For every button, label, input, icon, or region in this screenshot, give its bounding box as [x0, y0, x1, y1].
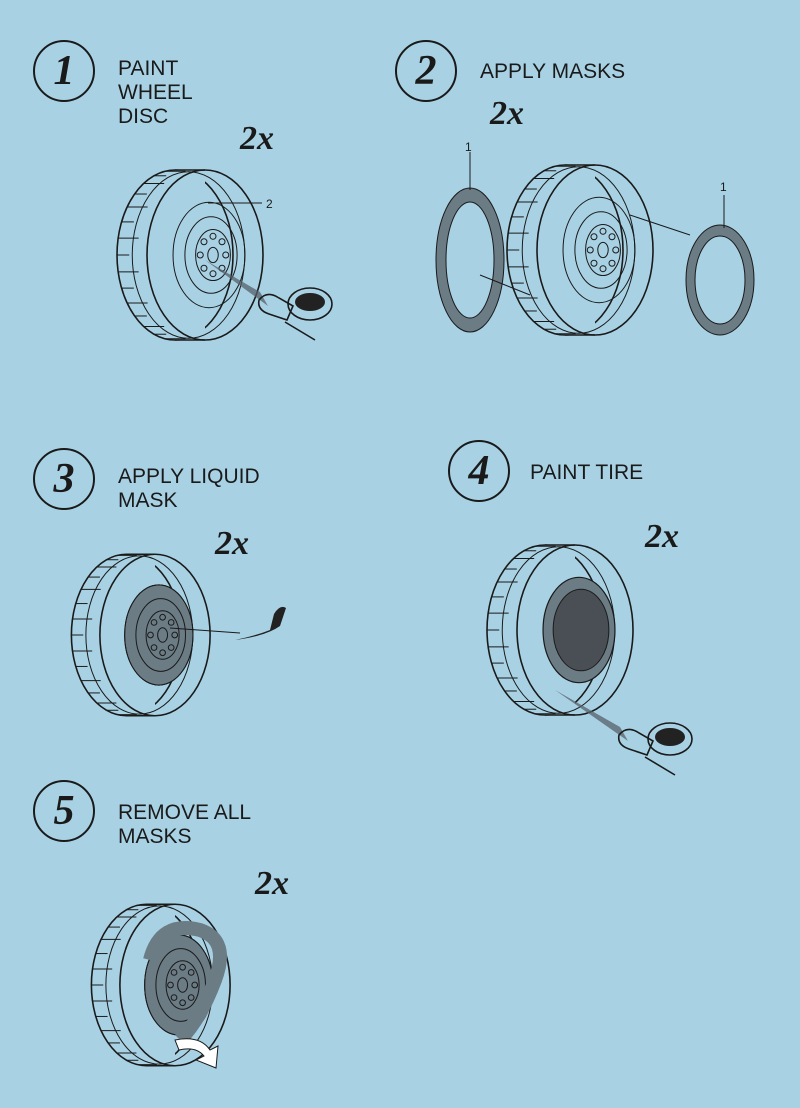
step-4-quantity: 2x	[645, 518, 679, 555]
mask-ring-left-hole	[445, 201, 495, 319]
step-1-quantity: 2x	[240, 120, 274, 157]
rim-outer	[172, 201, 246, 309]
airbrush-icon	[205, 260, 333, 341]
rim-inner	[135, 598, 186, 672]
bolt	[167, 981, 174, 989]
rim-inner	[184, 216, 238, 294]
hub	[145, 610, 180, 660]
bolt	[222, 251, 230, 259]
bolt	[167, 644, 175, 651]
rim-inner	[155, 948, 206, 1022]
bolt	[586, 246, 594, 254]
step-2-callout-left: 1	[465, 140, 472, 154]
bolt	[590, 259, 598, 267]
step-1-title: PAINT WHEEL DISC	[118, 57, 193, 128]
step-3-number: 3	[33, 448, 95, 510]
bolt	[599, 265, 607, 273]
paint	[655, 728, 685, 746]
step-5-title: REMOVE ALL MASKS	[118, 801, 252, 848]
bolt	[170, 994, 178, 1001]
bolt	[159, 613, 166, 621]
spray-cone	[205, 260, 268, 306]
bolt	[612, 246, 620, 254]
axle	[597, 241, 609, 259]
step-2-callout-right: 1	[720, 180, 727, 194]
brush	[235, 606, 286, 640]
axle	[177, 977, 189, 993]
bolt	[187, 969, 195, 976]
paint-cup	[647, 722, 693, 756]
bolt	[191, 981, 199, 989]
bolt	[209, 270, 217, 278]
bolt	[150, 644, 158, 651]
bolt	[147, 631, 154, 639]
tire-face	[536, 164, 654, 336]
spray-cone	[555, 690, 628, 741]
bolt	[590, 233, 598, 241]
nozzle	[257, 293, 295, 321]
peeling-mask	[143, 921, 227, 1045]
bolt	[150, 619, 158, 626]
wheel-icon	[70, 553, 211, 717]
leader-line	[629, 214, 691, 236]
bolt	[159, 649, 166, 657]
wheel-icon	[506, 164, 654, 336]
bolt	[187, 994, 195, 1001]
rim-inner	[574, 211, 628, 289]
airbrush-icon	[555, 690, 693, 776]
tire-fill	[565, 165, 595, 335]
rim-outer	[124, 584, 194, 686]
step-2-title: APPLY MASKS	[480, 60, 626, 83]
step-5-number: 5	[33, 780, 95, 842]
step-1-number: 1	[33, 40, 95, 102]
brush-tip-line	[169, 627, 241, 634]
paint	[295, 293, 325, 311]
hub	[165, 960, 200, 1010]
bolt	[200, 264, 208, 272]
step-4-number: 4	[448, 440, 510, 502]
axle	[207, 246, 219, 264]
hose	[644, 756, 676, 776]
axle	[157, 627, 169, 643]
bolt	[209, 232, 217, 240]
hub	[585, 224, 621, 276]
bolt	[170, 969, 178, 976]
nozzle	[617, 728, 655, 756]
hub	[195, 229, 231, 281]
tire-face	[99, 553, 211, 717]
hose	[284, 321, 316, 341]
arrow	[174, 1038, 219, 1069]
bolt	[608, 233, 616, 241]
bolt	[599, 227, 607, 235]
step-5-quantity: 2x	[255, 865, 289, 902]
leader-line	[479, 274, 531, 296]
step-3-quantity: 2x	[215, 525, 249, 562]
bolt	[200, 238, 208, 246]
step-2-quantity: 2x	[490, 95, 524, 132]
mask-ring-right-hole	[694, 235, 746, 325]
bolt	[171, 631, 179, 639]
bolt	[608, 259, 616, 267]
masked-disc	[552, 588, 610, 672]
bolt	[218, 238, 226, 246]
tire-fill	[175, 170, 205, 340]
tire-face	[119, 903, 231, 1067]
bolt	[179, 963, 186, 971]
step-3-title: APPLY LIQUID MASK	[118, 465, 260, 512]
wheel-icon	[116, 169, 264, 341]
wheel-icon	[486, 544, 634, 716]
step-2-number: 2	[395, 40, 457, 102]
rim-outer	[562, 196, 636, 304]
brush-icon	[169, 606, 286, 640]
tire-face	[146, 169, 264, 341]
bolt	[179, 999, 186, 1007]
paint-cup	[287, 287, 333, 321]
peel-arrow-icon	[143, 921, 227, 1069]
tire-face	[516, 544, 634, 716]
bolt	[196, 251, 204, 259]
step-4-title: PAINT TIRE	[530, 461, 644, 484]
step-1-callout: 2	[266, 197, 273, 211]
bolt	[167, 619, 175, 626]
